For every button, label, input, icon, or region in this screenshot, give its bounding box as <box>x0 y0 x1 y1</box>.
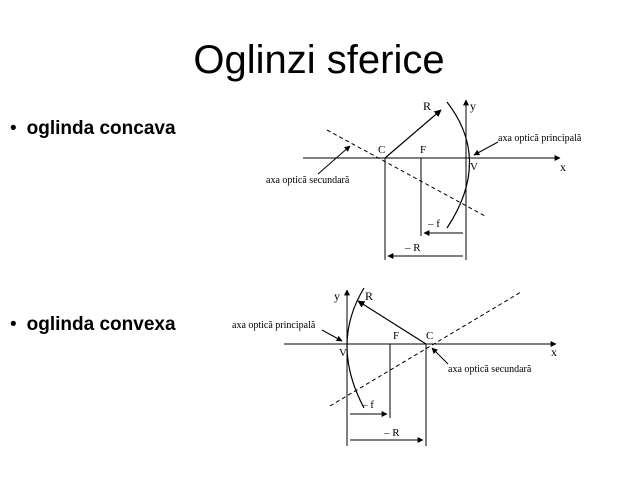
label-neg-f: – f <box>361 399 374 411</box>
secondary-axis-line <box>329 291 522 407</box>
label-neg-f: – f <box>427 218 440 230</box>
label-v: V <box>470 161 478 173</box>
bullet-label: oglinda concava <box>26 118 176 139</box>
label-f: F <box>420 144 426 156</box>
mirror-arc <box>346 287 365 409</box>
secondary-axis-callout <box>431 347 449 365</box>
label-c: C <box>426 330 433 342</box>
main-axis-callout <box>473 141 499 156</box>
secondary-axis-line <box>326 129 486 217</box>
label-f: F <box>393 330 399 342</box>
label-y: y <box>470 99 476 113</box>
label-c: C <box>378 144 385 156</box>
radius-line <box>384 109 442 159</box>
label-main-axis: axa optică principală <box>232 320 316 331</box>
bullet-dot: • <box>10 314 17 335</box>
label-neg-r: – R <box>404 242 421 254</box>
label-secondary-axis: axa optică secundară <box>448 364 532 375</box>
label-r: R <box>423 99 431 113</box>
label-r: R <box>365 289 373 303</box>
label-v: V <box>339 347 347 359</box>
page-title: Oglinzi sferice <box>193 38 445 82</box>
label-y: y <box>334 289 340 303</box>
label-x: x <box>560 160 566 174</box>
label-x: x <box>551 345 557 359</box>
bullet-convex: • oglinda convexa <box>10 314 176 336</box>
secondary-axis-callout <box>317 145 351 175</box>
label-neg-r: – R <box>383 427 400 439</box>
bullet-label: oglinda convexa <box>26 314 176 335</box>
mirror-arc <box>446 101 470 229</box>
bullet-dot: • <box>10 118 17 139</box>
label-secondary-axis: axa optică secundară <box>266 175 350 186</box>
main-axis-callout <box>321 329 343 342</box>
radius-line <box>357 300 427 345</box>
label-main-axis: axa optică principală <box>498 133 582 144</box>
bullet-concave: • oglinda concava <box>10 118 176 140</box>
